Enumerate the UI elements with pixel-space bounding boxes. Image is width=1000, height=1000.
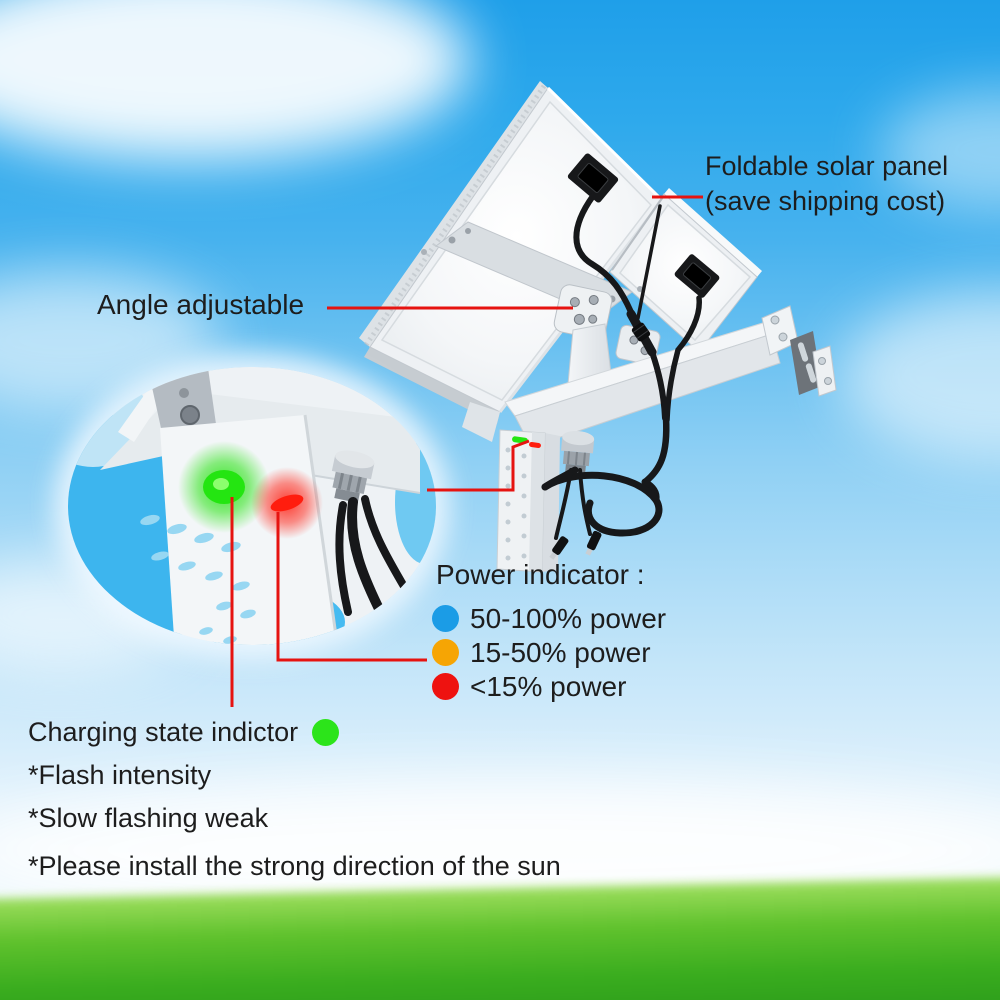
power-level-row: 50-100% power <box>432 602 667 634</box>
foldable-label: Foldable solar panel (save shipping cost… <box>705 149 948 219</box>
callout-line-inset-to-led <box>427 439 530 492</box>
red-led-glow <box>251 467 323 539</box>
led-magnifier-inset <box>68 367 436 645</box>
green-led-glow <box>178 441 270 533</box>
dc-plug <box>585 530 602 556</box>
junction-box-1 <box>567 153 619 203</box>
charging-note: *Slow flashing weak <box>28 803 269 833</box>
cable-gland <box>561 430 595 474</box>
junction-box-2 <box>674 254 720 298</box>
power-indicator-title: Power indicator : <box>436 559 645 590</box>
charging-indicator-block: Charging state indictor *Flash intensity… <box>28 717 561 882</box>
power-level-label: <15% power <box>470 670 627 702</box>
cable-gland-magnified <box>331 450 375 503</box>
power-level-label: 15-50% power <box>470 636 651 668</box>
power-level-dot-blue <box>432 605 459 632</box>
power-level-dot-orange <box>432 639 459 666</box>
mc4-connector <box>631 322 651 342</box>
power-level-label: 50-100% power <box>470 602 667 634</box>
callout-line-red-led <box>276 512 427 662</box>
power-indicator-legend: Power indicator : 50-100% power 15-50% p… <box>432 559 666 707</box>
angle-adjustable-label: Angle adjustable <box>97 289 305 320</box>
charging-indicator-label: Charging state indictor <box>28 717 299 747</box>
power-level-row: 15-50% power <box>432 636 666 668</box>
charging-note: *Flash intensity <box>28 760 212 790</box>
power-level-dot-red <box>432 673 459 700</box>
foldable-label-line1: Foldable solar panel <box>705 151 949 181</box>
wall-bracket <box>761 305 837 397</box>
pole-bracket <box>462 402 595 573</box>
power-level-row: <15% power <box>432 670 666 702</box>
charging-indicator-line: Charging state indictor <box>28 717 561 748</box>
charging-note: *Please install the strong direction of … <box>28 851 561 881</box>
led-inset-illustration <box>68 367 436 645</box>
charging-indicator-dot-green <box>312 719 340 746</box>
dc-plug <box>549 536 569 560</box>
annotation-lines-group <box>230 195 703 707</box>
charging-notes: *Flash intensity *Slow flashing weak *Pl… <box>28 760 561 882</box>
foldable-label-line2: (save shipping cost) <box>705 186 946 216</box>
red-led <box>529 442 541 448</box>
